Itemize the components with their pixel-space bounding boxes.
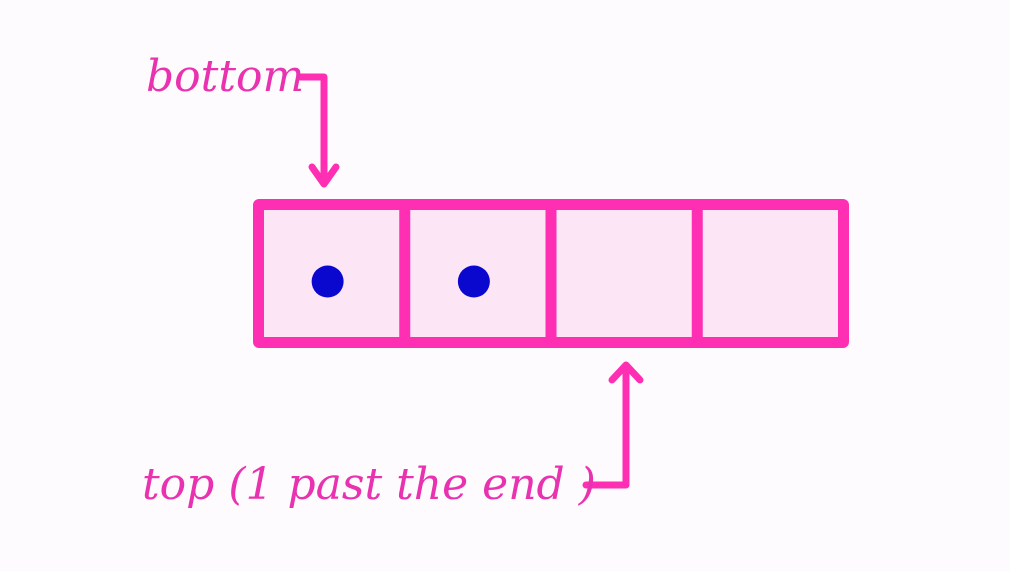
bottom-label: bottom	[146, 51, 304, 102]
top-pointer-arrow	[582, 361, 644, 489]
top-label: top (1 past the end )	[142, 459, 596, 510]
bottom-pointer-arrow	[296, 73, 340, 188]
array-cells	[264, 210, 838, 337]
array-cell-4	[702, 210, 838, 337]
element-dot-1	[311, 265, 344, 298]
array-frame	[253, 199, 849, 348]
array-cell-3	[556, 210, 692, 337]
element-dots	[311, 265, 490, 298]
element-dot-2	[457, 265, 490, 298]
